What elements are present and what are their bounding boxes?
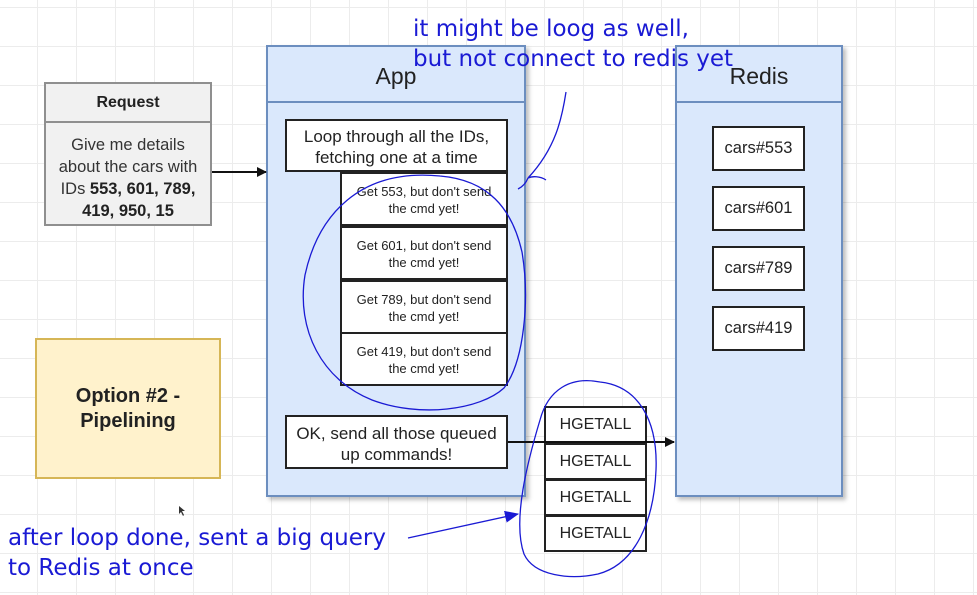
option-line-2: Pipelining — [80, 409, 176, 432]
annotation-bottom-line-2: to Redis at once — [8, 555, 194, 581]
hgetall-command: HGETALL — [544, 515, 647, 552]
request-ids-1: 553, 601, 789, — [89, 180, 196, 198]
redis-key: cars#419 — [712, 306, 805, 351]
redis-title: Redis — [677, 47, 841, 103]
loop-box: Loop through all the IDs, fetching one a… — [285, 119, 508, 172]
get-line-2: the cmd yet! — [388, 255, 460, 270]
request-box: Request Give me details about the cars w… — [44, 82, 212, 226]
annotation-bottom-line-1: after loop done, sent a big query — [8, 525, 386, 551]
option-box: Option #2 - Pipelining — [35, 338, 221, 479]
request-line-1: Give me details — [71, 136, 185, 154]
loop-line-1: Loop through all the IDs, — [303, 127, 490, 146]
request-title: Request — [46, 84, 210, 123]
redis-key: cars#553 — [712, 126, 805, 171]
ink-arrow-note — [517, 91, 567, 190]
annotation-top-line-2: but not connect to redis yet — [413, 46, 734, 72]
redis-key: cars#789 — [712, 246, 805, 291]
request-ids-2: 419, 950, 15 — [82, 202, 174, 220]
annotation-top-line-1: it might be loog as well, — [413, 16, 689, 42]
get-line-2: the cmd yet! — [388, 361, 460, 376]
annotation-top: it might be loog as well, but not connec… — [413, 14, 733, 74]
loop-line-2: fetching one at a time — [315, 148, 478, 167]
ink-circle-hgetall — [519, 380, 657, 578]
get-line-1: Get 789, but don't send — [356, 292, 492, 307]
hgetall-command: HGETALL — [544, 479, 647, 516]
option-line-1: Option #2 - — [75, 384, 181, 407]
send-commands-box: OK, send all those queued up commands! — [285, 415, 508, 469]
request-line-4: 419, 950, 15 — [50, 200, 206, 222]
request-line-2: about the cars with — [58, 158, 198, 176]
ink-circle-gets — [302, 174, 527, 411]
get-box: Get 419, but don't send the cmd yet! — [340, 332, 508, 386]
request-line-3: IDs 553, 601, 789, — [50, 178, 206, 200]
ink-arrow-query — [407, 510, 519, 539]
request-body: Give me details about the cars with IDs … — [46, 123, 210, 222]
get-box: Get 601, but don't send the cmd yet! — [340, 226, 508, 280]
redis-key: cars#601 — [712, 186, 805, 231]
annotation-bottom: after loop done, sent a big query to Red… — [8, 523, 386, 583]
get-line-1: Get 419, but don't send — [356, 344, 492, 359]
get-line-1: Get 601, but don't send — [356, 238, 492, 253]
app-title: App — [268, 47, 524, 103]
get-box: Get 789, but don't send the cmd yet! — [340, 280, 508, 334]
ok-line-1: OK, send all those queued — [296, 424, 497, 443]
request-line-3-prefix: IDs — [60, 180, 90, 198]
get-line-1: Get 553, but don't send — [356, 184, 492, 199]
get-line-2: the cmd yet! — [388, 309, 460, 324]
get-box: Get 553, but don't send the cmd yet! — [340, 172, 508, 226]
ok-line-2: up commands! — [340, 445, 453, 464]
get-line-2: the cmd yet! — [388, 201, 460, 216]
mouse-cursor-icon — [179, 506, 185, 516]
